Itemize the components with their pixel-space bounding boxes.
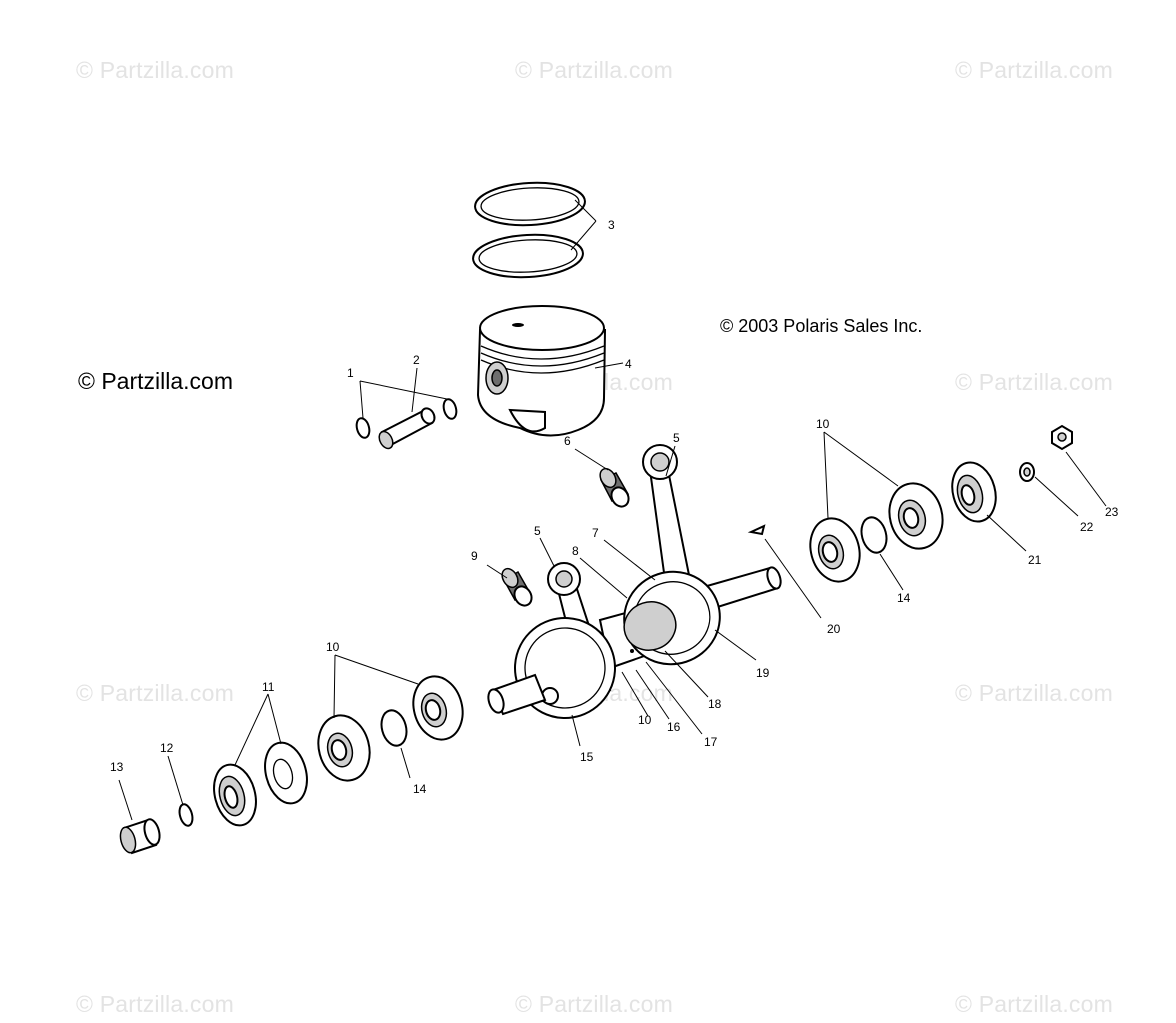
- watermark: © Partzilla.com: [955, 369, 1113, 395]
- left-seal-inner: [213, 763, 257, 827]
- right-oil-seal: [951, 461, 997, 523]
- callout-21: 21: [1028, 553, 1042, 567]
- right-bearing-2: [888, 482, 944, 550]
- nut: [1051, 424, 1073, 451]
- callout-5: 5: [673, 431, 680, 445]
- callout-18: 18: [708, 697, 722, 711]
- callout-15: 15: [580, 750, 594, 764]
- callout-3: 3: [608, 218, 615, 232]
- watermark: © Partzilla.com: [955, 991, 1113, 1017]
- watermark: © Partzilla.com: [76, 680, 234, 706]
- partzilla-watermark: © Partzilla.com: [78, 368, 233, 394]
- callout-2: 2: [413, 353, 420, 367]
- callout-14: 14: [413, 782, 427, 796]
- leader-lines: [118, 199, 1107, 821]
- callout-labels: 1 2 3 4 5 5 6 7 8 9 10 10 10 11 12 13 14…: [110, 218, 1119, 796]
- piston-pin: [378, 407, 436, 450]
- callout-4: 4: [625, 357, 632, 371]
- circlips: [355, 398, 458, 439]
- callout-13: 13: [110, 760, 124, 774]
- callout-14: 14: [897, 591, 911, 605]
- callout-8: 8: [572, 544, 579, 558]
- crankshaft: [487, 566, 782, 719]
- callout-10: 10: [326, 640, 340, 654]
- needle-bearing-upper: [599, 467, 630, 508]
- watermark: © Partzilla.com: [76, 991, 234, 1017]
- callout-16: 16: [667, 720, 681, 734]
- left-bearing-2: [317, 714, 371, 782]
- right-shim: [860, 516, 888, 554]
- callout-5: 5: [534, 524, 541, 538]
- watermark: © Partzilla.com: [955, 57, 1113, 83]
- watermark: © Partzilla.com: [515, 991, 673, 1017]
- watermark: © Partzilla.com: [76, 57, 234, 83]
- needle-bearing-lower: [501, 567, 533, 607]
- watermark: © Partzilla.com: [515, 57, 673, 83]
- callout-11: 11: [262, 680, 275, 694]
- bushing: [119, 818, 161, 855]
- callout-12: 12: [160, 741, 174, 755]
- woodruff-key: [747, 524, 766, 536]
- callout-23: 23: [1105, 505, 1119, 519]
- callout-7: 7: [592, 526, 599, 540]
- piston: [476, 305, 607, 437]
- left-bearing-1: [412, 675, 464, 741]
- callout-10: 10: [816, 417, 830, 431]
- callout-6: 6: [564, 434, 571, 448]
- washer: [1019, 462, 1035, 482]
- left-seal-outer: [264, 741, 308, 805]
- callout-9: 9: [471, 549, 478, 563]
- piston-rings: [472, 181, 586, 279]
- retaining-ring: [178, 803, 194, 827]
- right-bearing-1: [809, 517, 861, 583]
- callout-10: 10: [638, 713, 652, 727]
- callout-20: 20: [827, 622, 841, 636]
- watermark: © Partzilla.com: [955, 680, 1113, 706]
- callout-19: 19: [756, 666, 770, 680]
- callout-22: 22: [1080, 520, 1094, 534]
- left-shim: [380, 709, 408, 747]
- callout-1: 1: [347, 366, 354, 380]
- callout-17: 17: [704, 735, 718, 749]
- copyright-notice: © 2003 Polaris Sales Inc.: [720, 316, 923, 336]
